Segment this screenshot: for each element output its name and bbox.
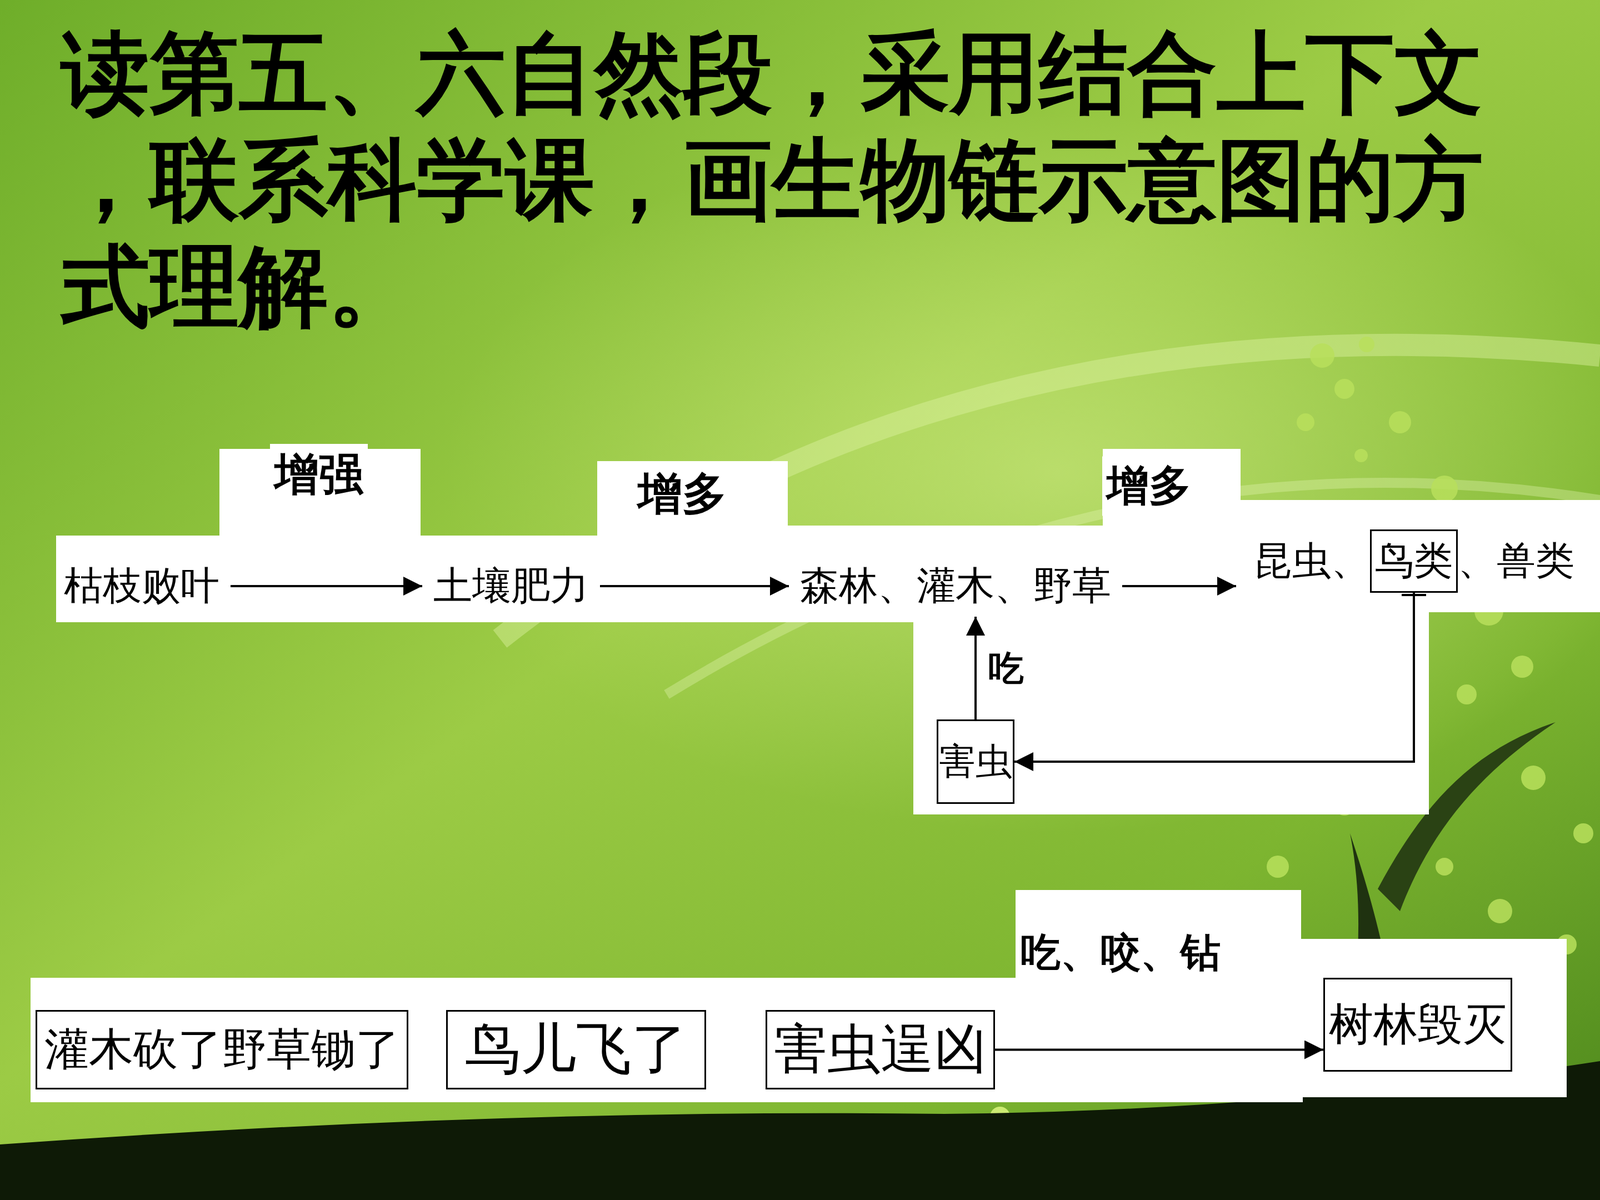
chain-item: 昆虫、 、兽类鸟类: [1236, 525, 1592, 598]
node-text: 害虫: [938, 736, 1013, 787]
node-text: 、兽类: [1457, 535, 1575, 588]
boxed-term: 鸟类: [1370, 529, 1458, 593]
edge-label: 吃: [983, 642, 1029, 694]
node-text: 昆虫、: [1253, 535, 1370, 588]
white-panel: [30, 448, 1600, 1103]
node-text: 鸟类: [1375, 535, 1453, 588]
edge-label: 吃、咬、钻: [1016, 925, 1225, 981]
flow-arrow: [230, 585, 423, 588]
chain-item: 土壤肥力: [422, 555, 600, 617]
connector-tick: [1401, 593, 1427, 597]
flow-arrow: [995, 1048, 1324, 1052]
background-swoosh: [500, 345, 1600, 639]
node-text: 害虫逞凶: [773, 1013, 988, 1087]
node-text: 鸟儿飞了: [465, 1012, 688, 1088]
process-box: 灌木砍了野草锄了: [35, 1010, 409, 1090]
node-text: 森林、灌木、野草: [800, 560, 1112, 613]
chain-item: 枯枝败叶: [52, 555, 231, 617]
chain-item: 森林、灌木、野草: [788, 555, 1123, 617]
node-text: 灌木砍了野草锄了: [44, 1020, 400, 1080]
process-box: 鸟儿飞了: [446, 1010, 707, 1090]
edge-label: 增强: [270, 443, 368, 507]
node-text: 枯枝败叶: [63, 560, 220, 613]
flow-arrow: [974, 616, 977, 720]
result-box: 树林毁灭: [1323, 977, 1513, 1072]
flow-arrow: [600, 585, 789, 588]
node-text: 土壤肥力: [433, 560, 589, 613]
edge-label: 增多: [1102, 456, 1196, 517]
flow-arrow: [1014, 592, 1414, 762]
slide-title: 读第五、六自然段，采用结合上下文，联系科学课，画生物链示意图的方式理解。: [61, 19, 1562, 340]
node-text: 树林毁灭: [1328, 995, 1507, 1055]
process-box: 害虫逞凶: [765, 1010, 995, 1090]
flow-arrow: [1122, 585, 1237, 588]
edge-label: 增多: [633, 463, 732, 526]
boxed-term: 害虫: [936, 719, 1015, 804]
